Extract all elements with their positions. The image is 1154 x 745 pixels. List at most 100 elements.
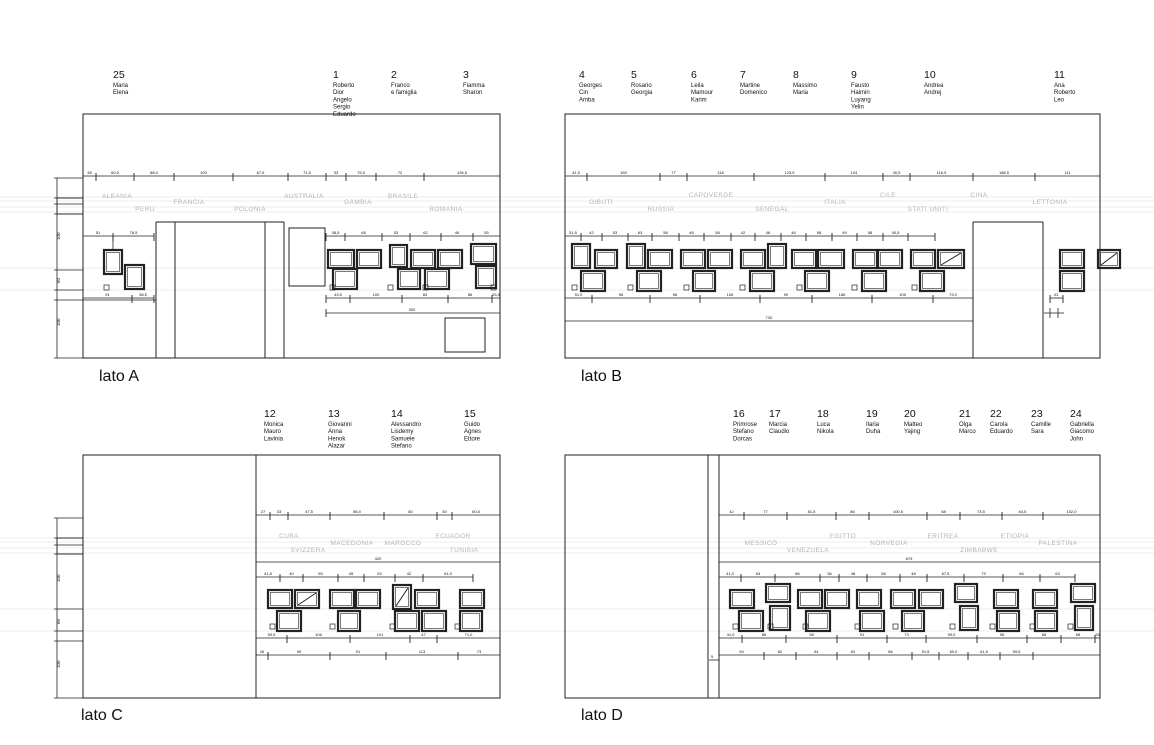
- small-square: [103, 284, 110, 291]
- picture-frame-inner: [395, 587, 409, 607]
- mid-dimension-label: 41,0: [726, 571, 735, 576]
- group-name: Mamour: [691, 90, 713, 96]
- picture-frame-inner: [650, 252, 670, 266]
- mid-dimension-label: 42: [741, 230, 746, 235]
- picture-frame-inner: [862, 613, 882, 629]
- bottom-dimension-label: 91: [105, 292, 110, 297]
- group-number: 3: [463, 69, 469, 81]
- country-label: STATI UNITI: [908, 206, 949, 213]
- picture-frame-inner: [1037, 613, 1055, 629]
- group-name: Georgia: [631, 90, 653, 96]
- country-label: CINA: [970, 192, 987, 199]
- small-square: [796, 284, 803, 291]
- mid-dimension-label: 53: [394, 230, 399, 235]
- mid-dimension-label: 62: [423, 230, 428, 235]
- bottom-dimension-label: 25,5: [492, 292, 501, 297]
- top-dimension-label: 80: [408, 509, 413, 514]
- group-name: Eduardo: [990, 429, 1013, 435]
- bottom-dimension-label: 84: [423, 292, 428, 297]
- country-label: BRASILE: [388, 193, 419, 200]
- small-square: [1067, 623, 1074, 630]
- small-square: [387, 284, 394, 291]
- bottom-dimension-label: 68: [1076, 632, 1081, 637]
- small-square: [949, 623, 956, 630]
- bottom-dimension-label: 186: [839, 292, 846, 297]
- picture-frame-inner: [478, 268, 494, 286]
- picture-frame: [1058, 269, 1086, 293]
- picture-frame: [748, 269, 776, 293]
- group-name: e famiglia: [391, 90, 417, 96]
- mid-dimension-label: 76,5: [130, 230, 139, 235]
- picture-frame: [739, 248, 767, 270]
- picture-frame-inner: [800, 592, 820, 606]
- picture-frame-inner: [583, 273, 603, 289]
- group-name: Lisdemy: [391, 429, 413, 435]
- group-number: 2: [391, 69, 397, 81]
- picture-frame-inner: [957, 586, 975, 600]
- mid-dimension-label: 48: [851, 571, 856, 576]
- group-number: 25: [113, 69, 125, 81]
- group-name: Lavinia: [264, 436, 284, 442]
- picture-frame-inner: [768, 586, 788, 600]
- bottom-dimension-label: 98: [809, 632, 814, 637]
- bottom-dimension-label: 91: [860, 632, 865, 637]
- group-name: Monica: [264, 422, 284, 428]
- bottom-dimension-label: 100: [373, 292, 380, 297]
- small-square: [269, 623, 276, 630]
- picture-frame: [1073, 604, 1095, 632]
- picture-frame: [936, 248, 966, 270]
- top-dimension-label: 77: [671, 170, 676, 175]
- picture-frame: [909, 248, 937, 270]
- picture-frame: [293, 588, 321, 610]
- small-square: [911, 284, 918, 291]
- group-name: Angelo: [333, 97, 352, 103]
- country-label: GAMBIA: [344, 199, 372, 206]
- small-square: [802, 623, 809, 630]
- wall-outline: [82, 454, 501, 699]
- picture-frame-inner: [358, 592, 378, 606]
- picture-frame: [388, 243, 409, 269]
- group-name: Roberto: [1054, 90, 1076, 96]
- picture-frame-inner: [639, 273, 659, 289]
- small-square: [454, 623, 461, 630]
- country-label: ECUADOR: [435, 533, 470, 540]
- top-dimension-label: 38: [87, 170, 92, 175]
- group-name: Cin: [579, 90, 588, 96]
- small-square: [851, 284, 858, 291]
- group-name: Duha: [866, 429, 881, 435]
- small-square: [389, 623, 396, 630]
- picture-frame: [1058, 248, 1086, 270]
- bottom-dimension-label: 106: [727, 292, 734, 297]
- guide-lines: [0, 196, 1154, 632]
- picture-frame-inner: [427, 271, 447, 287]
- group-name: Stefano: [391, 444, 412, 450]
- picture-frame-inner: [921, 592, 941, 606]
- top-dimension-label: 47,5: [305, 509, 314, 514]
- picture-frame: [992, 588, 1020, 610]
- picture-frame: [396, 267, 422, 291]
- picture-frame-inner: [1035, 592, 1055, 606]
- country-label: ITALIA: [824, 199, 846, 206]
- group-number: 4: [579, 69, 585, 81]
- picture-frame-inner: [893, 592, 913, 606]
- picture-frame: [570, 242, 592, 270]
- group-name: Agnes: [464, 429, 481, 435]
- picture-frame-diagonal: [940, 252, 962, 266]
- group-number: 12: [264, 408, 276, 420]
- mid-dimension-label: 55: [484, 230, 489, 235]
- picture-frame-inner: [127, 267, 142, 287]
- picture-frame: [336, 609, 362, 633]
- group-number: 16: [733, 408, 745, 420]
- group-name: Matteo: [904, 422, 923, 428]
- top-dimension-label: 86: [850, 509, 855, 514]
- right-dimension-label: 61: [1054, 292, 1059, 297]
- picture-frame: [803, 269, 831, 293]
- group-name: Dorcas: [733, 436, 752, 442]
- picture-frame-inner: [695, 273, 713, 289]
- group-name: Alazar: [328, 444, 345, 450]
- group-name: Domenico: [740, 90, 768, 96]
- group-number: 24: [1070, 408, 1082, 420]
- top-dimension-label: 188,5: [999, 170, 1010, 175]
- mid-dimension-label: 40: [289, 571, 294, 576]
- group-number: 1: [333, 69, 339, 81]
